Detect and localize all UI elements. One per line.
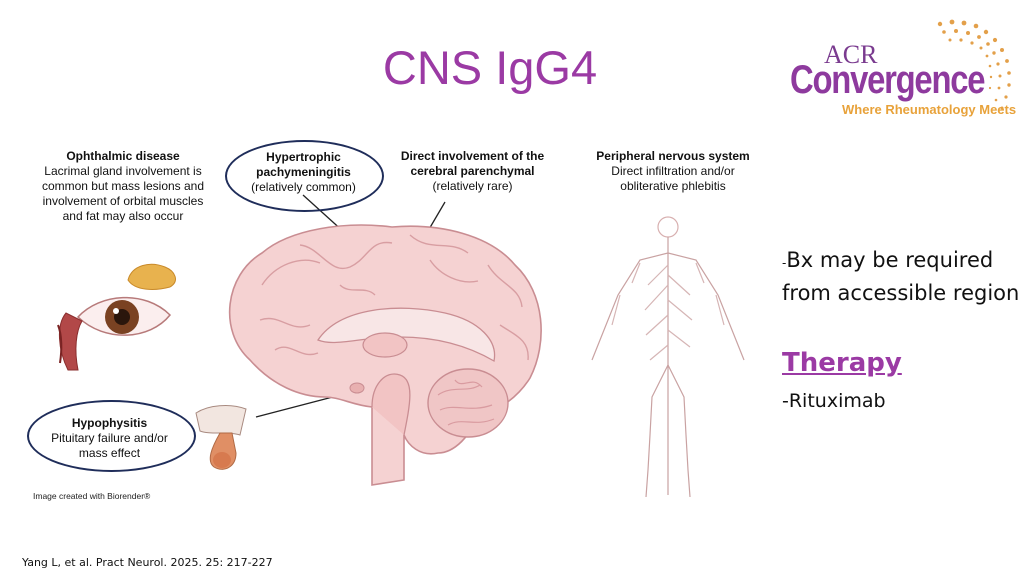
nervous-system-figure-icon <box>591 216 745 498</box>
biopsy-note-line1: -Bx may be required <box>782 248 993 272</box>
brain-icon <box>228 224 542 486</box>
pituitary-icon <box>195 405 247 470</box>
parenchymal-heading: cerebral parenchymal <box>410 164 535 178</box>
logo-dot-arc-icon <box>937 19 1011 110</box>
hypophysitis-oval <box>27 400 196 472</box>
ophthalmic-label: Ophthalmic disease Lacrimal gland involv… <box>28 149 218 224</box>
bx-prefix: - <box>782 256 787 270</box>
anatomy-illustration <box>57 194 745 498</box>
pachy-note: (relatively common) <box>251 180 356 194</box>
bx-line1-text: Bx may be required <box>786 248 994 272</box>
eye-icon <box>57 263 176 371</box>
parenchymal-note: (relatively rare) <box>432 179 513 193</box>
hypophysitis-label: Hypophysitis Pituitary failure and/or ma… <box>30 416 189 461</box>
logo-acr-text: ACR <box>824 40 878 69</box>
peripheral-heading: Peripheral nervous system <box>596 149 750 163</box>
cns-igg4-figure: Ophthalmic disease Lacrimal gland involv… <box>0 135 760 515</box>
hypophysitis-line: mass effect <box>78 446 141 460</box>
peripheral-line: Direct infiltration and/or <box>611 164 735 178</box>
logo-convergence-text: Convergence <box>790 58 986 102</box>
ophthalmic-line: Lacrimal gland involvement is <box>44 164 202 178</box>
citation: Yang L, et al. Pract Neurol. 2025. 25: 2… <box>22 556 273 569</box>
peripheral-line: obliterative phlebitis <box>620 179 726 193</box>
hypophysitis-line: Pituitary failure and/or <box>51 431 168 445</box>
ophthalmic-heading: Ophthalmic disease <box>66 149 180 163</box>
hypophysitis-heading: Hypophysitis <box>71 416 148 430</box>
parenchymal-label: Direct involvement of the cerebral paren… <box>385 149 560 194</box>
pachymeningitis-oval <box>225 140 384 212</box>
peripheral-label: Peripheral nervous system Direct infiltr… <box>578 149 768 194</box>
pachy-heading: pachymeningitis <box>256 165 351 179</box>
parenchymal-heading: Direct involvement of the <box>400 149 545 163</box>
pachy-heading: Hypertrophic <box>266 150 341 164</box>
biopsy-note-line2: from accessible region <box>782 281 1020 305</box>
slide-title: CNS IgG4 <box>382 41 598 94</box>
ophthalmic-line: common but mass lesions and <box>41 179 205 193</box>
pachymeningitis-label: Hypertrophic pachymeningitis (relatively… <box>230 150 377 195</box>
image-credit: Image created with Biorender® <box>33 491 151 501</box>
acr-convergence-logo: ACR Convergence Where Rheumatology Meets <box>780 10 1020 130</box>
therapy-item: -Rituximab <box>782 390 886 412</box>
ophthalmic-line: and fat may also occur <box>62 209 184 223</box>
logo-tagline: Where Rheumatology Meets <box>842 102 1017 117</box>
ophthalmic-line: involvement of orbital muscles <box>42 194 204 208</box>
therapy-heading: Therapy <box>782 348 902 378</box>
